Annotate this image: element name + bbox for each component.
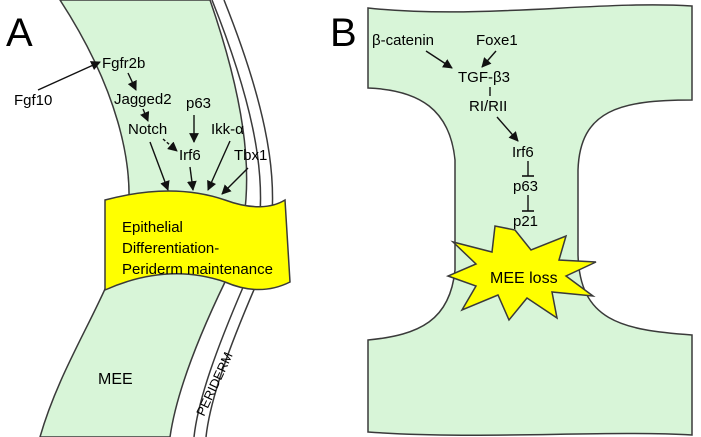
- arrow-tbx1-banner: [221, 167, 249, 195]
- arrow-foxe1-tgfb3: [481, 50, 497, 68]
- node-fgf10: Fgf10: [14, 92, 52, 109]
- arrow-jagged2-notch: [140, 108, 150, 122]
- node-beta-catenin: β-catenin: [372, 32, 434, 49]
- banner-line-3: Periderm maintenance: [122, 261, 273, 278]
- node-jagged2: Jagged2: [114, 91, 172, 108]
- node-irf6: Irf6: [179, 147, 201, 164]
- mee-loss-burst: [445, 225, 597, 322]
- node-notch: Notch: [128, 121, 167, 138]
- banner-line-2: Differentiation-: [122, 240, 219, 257]
- arrow-ririi-irf6: [496, 116, 519, 142]
- arrow-irf6-banner: [187, 166, 197, 191]
- tissue-h-shape: [367, 4, 693, 436]
- node-fgfr2b: Fgfr2b: [102, 55, 145, 72]
- panel-b-letter: B: [330, 11, 357, 55]
- panel-a: A Epithelial Differentiation- Periderm m…: [6, 0, 291, 437]
- node-tbx1: Tbx1: [234, 147, 267, 164]
- node-p21: p21: [513, 213, 538, 230]
- arrow-notch-banner: [149, 141, 170, 191]
- node-foxe1: Foxe1: [476, 32, 518, 49]
- node-p63-b: p63: [513, 178, 538, 195]
- banner-line-1: Epithelial: [122, 219, 183, 236]
- arrow-ikka-banner: [207, 140, 231, 191]
- node-ri-rii: RI/RII: [469, 98, 507, 115]
- differentiation-banner: [104, 190, 291, 292]
- arrow-betacatenin-tgfb3: [425, 50, 453, 69]
- mee-label: MEE: [98, 371, 133, 388]
- arrow-notch-irf6: [162, 138, 178, 152]
- node-ikka: Ikk-α: [211, 121, 244, 138]
- node-p63: p63: [186, 95, 211, 112]
- panel-a-letter: A: [6, 11, 33, 55]
- arrow-fgfr2b-jagged2: [127, 72, 137, 91]
- node-irf6-b: Irf6: [512, 144, 534, 161]
- node-tgfb3: TGF-β3: [458, 69, 510, 86]
- panel-b: B β-catenin Foxe1 TGF-β3 RI/RII Irf6 p63…: [330, 4, 693, 436]
- mee-loss-label: MEE loss: [490, 270, 558, 287]
- arrow-fgf10-fgfr2b: [37, 61, 101, 91]
